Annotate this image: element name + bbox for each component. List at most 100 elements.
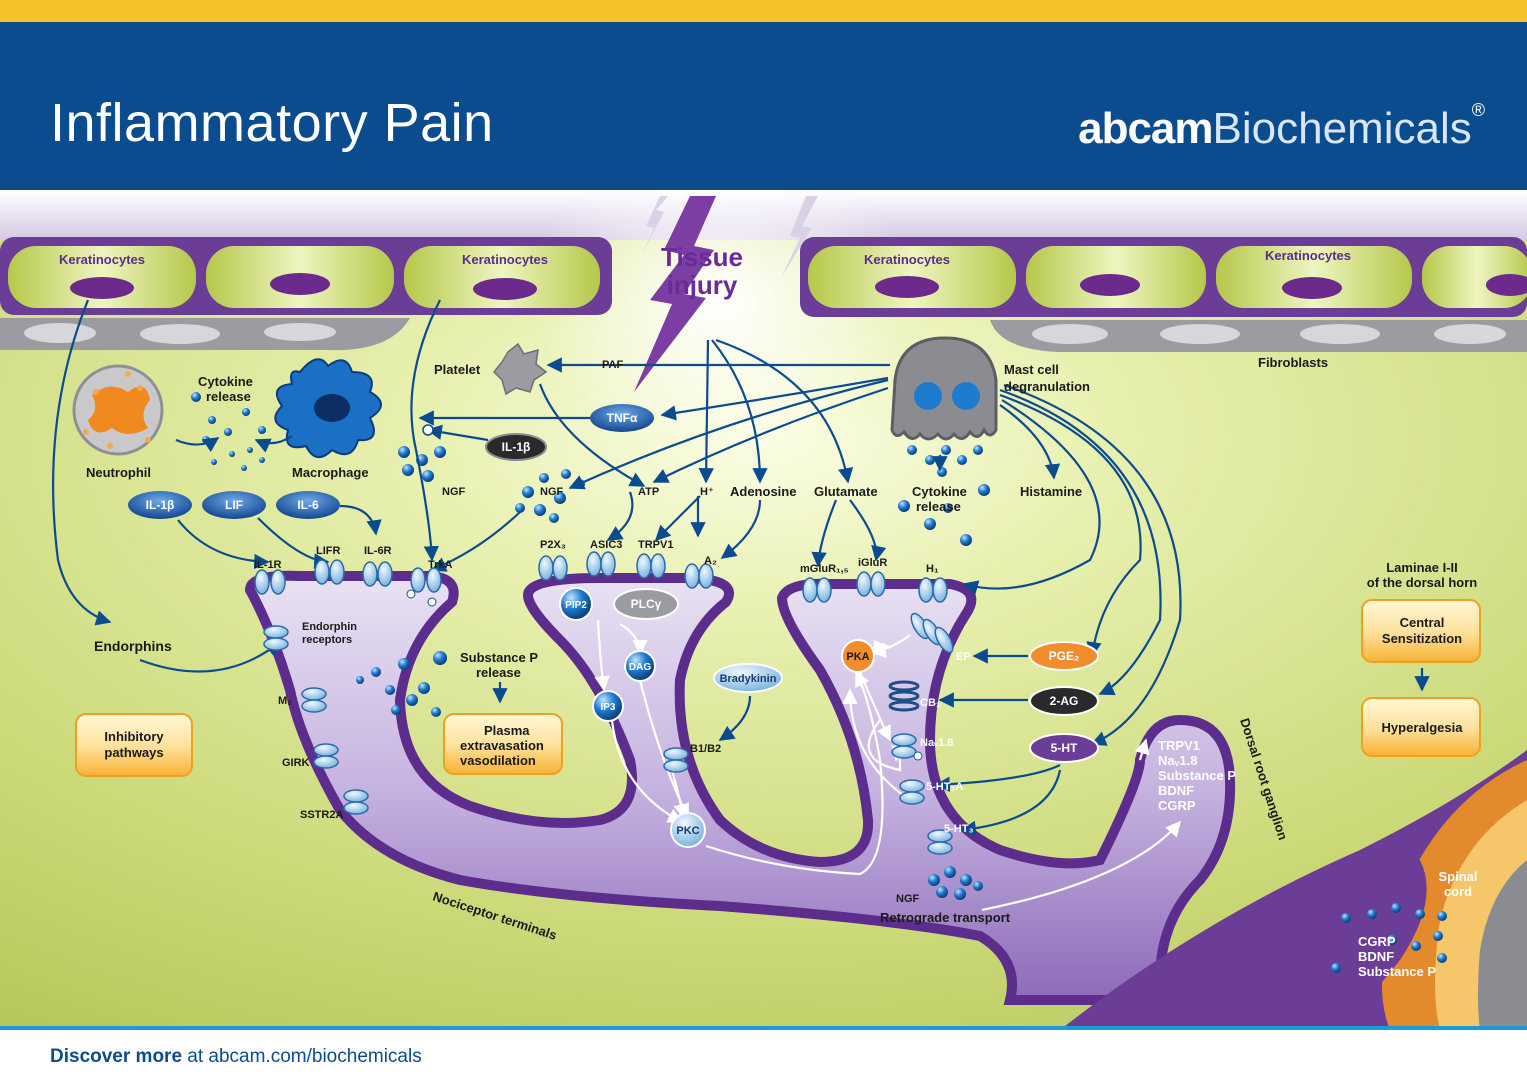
lightning-icon — [634, 196, 716, 392]
paf-label: PAF — [602, 359, 623, 371]
hyperalgesia-label: Hyperalgesia — [1382, 720, 1464, 735]
top-accent-stripe — [0, 0, 1527, 22]
lightning-shadow-icon-2 — [782, 196, 818, 276]
five-ht-oval-label: 5-HT — [1051, 741, 1078, 755]
header-band — [0, 22, 1527, 190]
outcome-boxes — [75, 599, 1481, 777]
il6r-label: IL-6R — [364, 545, 392, 557]
plasma-line2: extravasation — [460, 738, 544, 753]
pkc-label: PKC — [676, 825, 699, 837]
keratinocyte-layer-right — [800, 237, 1527, 317]
platelet-icon — [492, 342, 548, 396]
footer-url-text: at abcam.com/biochemicals — [182, 1046, 422, 1067]
cytokine-release-left-line2: release — [206, 389, 251, 404]
fibroblast-layer-right — [990, 320, 1527, 352]
platelet-label: Platelet — [434, 362, 481, 377]
drg-item-1: TRPV1 — [1158, 738, 1200, 753]
tnf-oval-label: TNFα — [607, 411, 638, 425]
ip3-label: IP3 — [600, 702, 615, 713]
fibroblast-layer-left — [0, 318, 410, 351]
h1-label: H₁ — [926, 563, 939, 575]
spinal-item-2: BDNF — [1358, 949, 1394, 964]
a2-label: A₂ — [704, 555, 717, 567]
il1b-dark-oval-label: IL-1β — [502, 440, 531, 454]
girk-label: GIRK — [282, 757, 310, 769]
macrophage-label: Macrophage — [292, 465, 369, 480]
plasma-line1: Plasma — [484, 723, 530, 738]
pka-label: PKA — [846, 651, 869, 663]
lif-oval-label: LIF — [225, 498, 243, 512]
ngf-retro-label: NGF — [896, 893, 920, 905]
keratinocytes-label-4: Keratinocytes — [1265, 248, 1351, 263]
drg-item-3: Substance P — [1158, 768, 1236, 783]
injury-glow — [530, 140, 910, 460]
il1b-oval-label: IL-1β — [146, 498, 175, 512]
endorphins-label: Endorphins — [94, 638, 172, 654]
pip2-label: PIP2 — [565, 600, 587, 611]
ngf-left-label: NGF — [442, 486, 466, 498]
keratinocytes-label-1: Keratinocytes — [59, 252, 145, 267]
central-sensitization-line2: Sensitization — [1382, 631, 1462, 646]
mglur-label: mGluR₁,₅ — [800, 563, 849, 575]
trpv1-label: TRPV1 — [638, 539, 673, 551]
m2-label: M₂ — [278, 695, 292, 707]
nav18-label: Naᵥ1.8 — [920, 737, 953, 749]
dag-label: DAG — [629, 662, 651, 673]
cytokine-release-right-line2: release — [916, 499, 961, 514]
adenosine-label: Adenosine — [730, 484, 796, 499]
spinal-cord-line1: Spinal — [1438, 869, 1477, 884]
intracellular-arrows — [594, 619, 1182, 912]
plus-icon — [422, 424, 434, 436]
il1r-label: IL-1R — [254, 559, 282, 571]
ep-label: EP — [956, 651, 971, 663]
intracellular-discs — [559, 587, 875, 848]
drg-item-5: CGRP — [1158, 798, 1196, 813]
keratinocyte-layer-left — [0, 237, 612, 315]
keratinocytes-label-2: Keratinocytes — [462, 252, 548, 267]
footer-divider — [0, 1026, 1527, 1030]
plasma-line3: vasodilation — [460, 753, 536, 768]
cb1-coil — [888, 680, 920, 712]
cytokine-particles — [191, 392, 1447, 973]
brand-logo-bold: abcam — [1078, 104, 1213, 153]
sstr2a-label: SSTR2A — [300, 809, 343, 821]
ht3-label: 5-HT₃ — [944, 823, 974, 835]
laminae-label-line1: Laminae I-II — [1386, 560, 1458, 575]
cytokine-release-right-line1: Cytokine — [912, 484, 967, 499]
neutrophil-icon — [72, 364, 164, 456]
central-sensitization-line1: Central — [1400, 615, 1445, 630]
brand-logo[interactable]: abcamBiochemicals® — [1078, 100, 1485, 154]
substance-p-release-line1: Substance P — [460, 650, 538, 665]
ht2a-label: 5-HT₂A — [926, 781, 963, 793]
footer-link[interactable]: Discover more at abcam.com/biochemicals — [50, 1046, 422, 1068]
fibroblasts-label: Fibroblasts — [1258, 355, 1328, 370]
asic3-label: ASIC3 — [590, 539, 622, 551]
histamine-label: Histamine — [1020, 484, 1082, 499]
tissue-injury-label-line1: Tissue — [661, 242, 743, 272]
trka-label: TrkA — [428, 559, 453, 571]
spinal-item-3: Substance P — [1358, 964, 1436, 979]
inhibitory-pathways-line1: Inhibitory — [104, 729, 164, 744]
substance-p-release-line2: release — [476, 665, 521, 680]
pge2-oval-label: PGE₂ — [1049, 649, 1080, 663]
signal-arrows — [52, 299, 1430, 837]
footer-strong-text: Discover more — [50, 1046, 183, 1067]
inhibitory-pathways-line2: pathways — [104, 745, 163, 760]
drg-item-2: Naᵥ1.8 — [1158, 753, 1197, 768]
atp-label: ATP — [638, 486, 659, 498]
membrane-receptors — [254, 551, 954, 855]
endorphin-receptors-line2: receptors — [302, 634, 352, 646]
keratinocytes-label-3: Keratinocytes — [864, 252, 950, 267]
two-ag-oval-label: 2-AG — [1050, 694, 1079, 708]
mast-cell-label-line2: degranulation — [1004, 379, 1090, 394]
lifr-label: LIFR — [316, 545, 340, 557]
il6-oval-label: IL-6 — [297, 498, 319, 512]
registered-mark: ® — [1471, 100, 1485, 120]
retrograde-transport-label: Retrograde transport — [880, 910, 1011, 925]
brand-logo-light: Biochemicals — [1212, 104, 1472, 153]
spinal-item-1: CGRP — [1358, 934, 1396, 949]
spinal-cord-shape — [1060, 750, 1527, 1030]
laminae-label-line2: of the dorsal horn — [1367, 575, 1478, 590]
lightning-shadow-icon — [642, 196, 668, 254]
page-title: Inflammatory Pain — [50, 93, 494, 153]
